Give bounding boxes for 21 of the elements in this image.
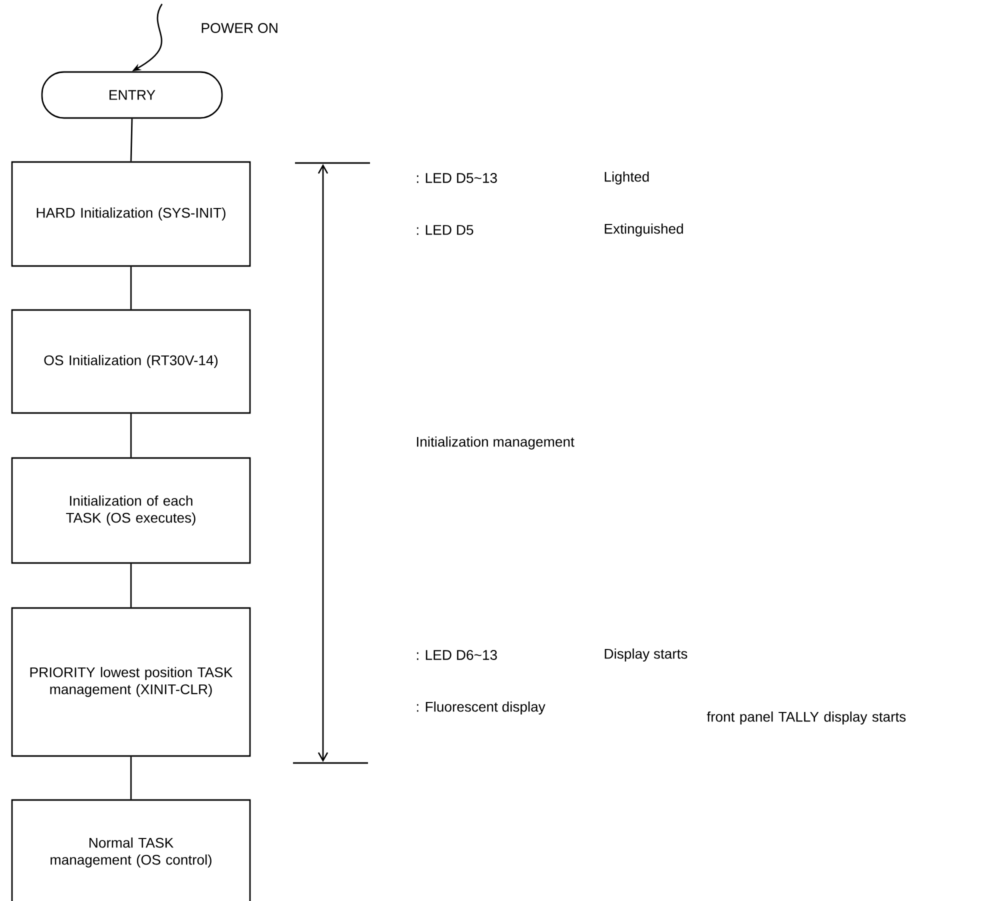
process-box: HARD Initialization (SYS-INIT)	[11, 161, 251, 267]
note-text: : LED D5	[417, 225, 474, 235]
note-text: Initialization management	[417, 436, 574, 450]
terminal-box: ENTRY	[41, 71, 223, 119]
connector-line	[130, 118, 133, 162]
process-box: OS Initialization (RT30V-14)	[11, 309, 251, 414]
note-text: Extinguished	[604, 223, 683, 237]
note-text: : LED D5~13	[417, 173, 497, 183]
edge-label: POWER ON	[202, 23, 278, 33]
connector-line	[130, 564, 132, 608]
note-text: : LED D6~13	[417, 650, 497, 660]
connector-line	[130, 756, 132, 800]
process-box: PRIORITY lowest position TASK management (XINIT-CLR)	[11, 607, 251, 757]
note-text: front panel TALLY display starts	[706, 711, 906, 725]
connector-line	[130, 266, 132, 310]
process-box: Initialization of each TASK (OS executes)	[11, 457, 251, 564]
note-text: Display starts	[604, 648, 688, 662]
note-text: : Fluorescent display	[417, 701, 546, 715]
process-box: Normal TASK management (OS control)	[11, 799, 251, 901]
connector-line	[130, 414, 132, 458]
note-text: Lighted	[604, 171, 649, 185]
